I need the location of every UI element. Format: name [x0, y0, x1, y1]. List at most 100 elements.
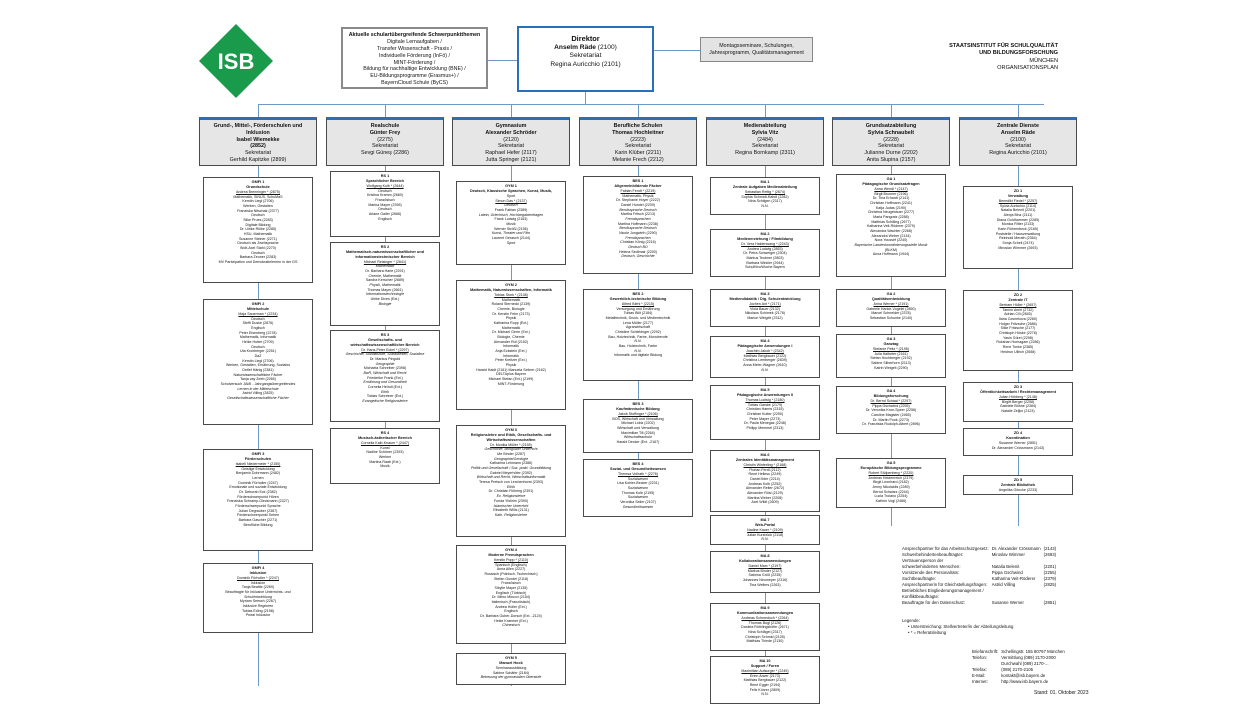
unit-line: Physik, Mathematik	[369, 283, 401, 288]
unit-line: Markus Binder (2127)	[747, 568, 783, 573]
unit-line: Natalie Zeljko (2123)	[1001, 408, 1035, 413]
unit-line: Harald Haidt (2161) Manuela Seliner (216…	[476, 367, 546, 372]
unit-line: Dr. Petra Schweiger (2304)	[743, 251, 787, 256]
contact-cell: (2851)	[1043, 600, 1057, 606]
unit-line: Alexandra Weber (2134)	[871, 233, 911, 238]
unit-line: Alexja Binz (2111)	[1003, 212, 1033, 217]
focus-topic-0: Digitale Lernaufgaben /	[387, 38, 442, 45]
unit-line: Grundschule	[246, 184, 270, 189]
unit-line: Adrian Cili (2845)	[1004, 312, 1032, 317]
unit-line: Thomas Kolb (2195)	[621, 490, 655, 495]
unit-line: Dr. Ulrike Rülke (2285)	[239, 227, 277, 232]
unit-line: Kerstin Popp * (2110)	[493, 557, 529, 562]
unit-line: Johannes Neumeyer (2316)	[742, 577, 788, 582]
unit-line: Miroslav Wimmer (2693)	[998, 245, 1038, 250]
focus-topic-2: Individuelle Förderung (InFö) /	[379, 52, 450, 59]
unit-line: Anna Hoffmann (1944)	[872, 252, 910, 257]
unit-line: Sebastian Schunke (2140)	[869, 315, 913, 320]
unit-line: Lernen in der Mittelschule	[237, 386, 279, 391]
focus-topic-4: Bildung für nachhaltige Entwicklung (BNE…	[363, 66, 466, 73]
unit-line: Deutsch	[378, 207, 392, 212]
unit-line: Sozialwesen	[627, 485, 649, 490]
contact-row-0: Ansprechpartner für das Arbeitsschutzges…	[902, 546, 1059, 552]
unit-line: Geschichte, bilingualer Unterricht	[484, 447, 538, 452]
address-row-3: Telefax:(089) 2170-2105	[972, 667, 1068, 673]
unit-line: Förderschwerpunkt Hören	[237, 494, 279, 499]
address-cell: http://www.isb.bayern.de	[1001, 679, 1049, 685]
unit-line: Beauftragte für Inklusive Unterrichts- u…	[225, 589, 291, 594]
unit-line: GYM 5	[505, 656, 517, 660]
unit-line: Monica Ritter (2133)	[1001, 222, 1035, 227]
unit-line: Zentrale Aufgaben Medienabteilung	[732, 184, 798, 189]
unit-line: Anna Meier-Wagner (2610)	[743, 362, 787, 367]
contact-cell: Konfliktbeauftragte:	[902, 594, 940, 600]
unit-line: Barbara Winkler (2944)	[746, 260, 784, 265]
unit-line: Susanne Steiner (2271)	[239, 236, 277, 241]
unit-line: Dominik Fürholler (2247)	[238, 480, 278, 485]
unit-line: Dr. Mirko Mirucci (2154)	[491, 595, 531, 600]
unit-line: GMFI 1	[251, 180, 265, 184]
department-line: Gymnasium	[495, 123, 527, 129]
unit-line: Silke Fritzsche (2177)	[1000, 326, 1036, 331]
address-block: Briefanschrift:Schellingstr. 155 80797 M…	[972, 649, 1122, 685]
unit-line: Dr. Michael Gerrn (Ext.)	[492, 330, 530, 335]
unit-line: Manuel Hock	[499, 660, 523, 665]
unit-line: Susanne Werner (2851)	[998, 440, 1038, 445]
unit-line: Französisch	[501, 581, 521, 586]
unit-line: Andreas Kolb (2252)	[748, 481, 782, 486]
unit-line: Gesellschafts- und	[368, 337, 402, 342]
department-line: Thomas Hochleitner	[612, 129, 664, 136]
department-line: Julianne Durne (2202)	[864, 150, 918, 156]
unit-line: Inklusion	[250, 580, 266, 585]
unit-line: Julian Höhberg * (2148)	[999, 394, 1037, 399]
unit-line: Tanja Beattie (2269)	[241, 585, 275, 590]
unit-line: Sophia Schmidt-Habdi (2282)	[741, 194, 789, 199]
unit-line: Dr. Veronika Kron-Speer (2256)	[865, 408, 917, 413]
unit-line: GMFI 4	[251, 566, 265, 570]
unit-line: Schulversuch JAMI - Jahrgangsübergreifen…	[220, 381, 296, 386]
unit-line: Mathematik, Physik	[622, 193, 654, 198]
unit-line: Uta Kronberger (2251)	[240, 349, 276, 354]
unit-line: Dr. Tina Erhardt (2141)	[872, 196, 910, 201]
unit-line: SchulKinoWoche Bayern	[745, 265, 785, 270]
unit-line: Mathematisch-naturwissenschaftlicher und	[345, 249, 425, 254]
unit-line: Nicole Jungwirth (2290)	[619, 230, 657, 235]
unit-line: Französisch	[375, 197, 395, 202]
unit-line: Kaufmännische Bildung	[616, 406, 660, 411]
unit-line: Anja Eckstein (Ext.)	[495, 348, 527, 353]
unit-line: Robert Stülpenberg * (2220)	[868, 470, 914, 475]
unit-line: Dr. Paola Menegaz (2248)	[744, 421, 786, 426]
contact-row-5: Suchtbeauftragte:Katharina Veit-Röderer(…	[902, 576, 1059, 582]
unit-line: Dr. Vera Haldenwang * (2243)	[741, 241, 789, 246]
unit-line: Kommunikationsanwendungen	[736, 610, 794, 615]
unit-line: MA 4	[760, 339, 770, 343]
unit-line: Daniel Marx * (2197)	[748, 563, 782, 568]
unit-line: Latein, Griechisch, Hochbegabtenfragen	[478, 212, 544, 217]
department-line: Regina Bornkamp (2311)	[735, 150, 795, 156]
unit-line: Pippa Gschwind (2255)	[872, 403, 910, 408]
contact-cell: (2693)	[1043, 552, 1057, 558]
unit-line: Gesellschaftswissenschaftliche Fächer	[227, 395, 289, 400]
unit-line: Musik	[380, 464, 390, 469]
unit-line: Marion Weigelt (2312)	[747, 315, 783, 320]
unit-line: Qualitätsentwicklung	[871, 296, 911, 301]
column-connector-3	[638, 104, 640, 117]
unit-line: Nikolaus Schimek (2178)	[745, 311, 785, 316]
unit-line: Biologie, Chemie	[497, 334, 525, 339]
unit-line: Frank Ludwig (2163)	[494, 217, 528, 222]
focus-topic-3: MINT-Förderung /	[393, 59, 436, 66]
unit-line: Wirtschaftsschule	[623, 435, 653, 440]
unit-line: Sibylle Mayer (2135)	[494, 585, 528, 590]
unit-line: wirtschaftswissenschaftlicher Bereich	[350, 342, 420, 347]
unit-line: N.N.	[761, 203, 769, 208]
unit-line: GA 1	[886, 177, 896, 181]
unit-line: Christian Harms (2315)	[746, 407, 784, 412]
unit-line: Alexander Rösl (2129)	[747, 490, 783, 495]
department-line: (2100)	[1010, 136, 1026, 143]
department-line: Sekretariat	[877, 143, 905, 150]
